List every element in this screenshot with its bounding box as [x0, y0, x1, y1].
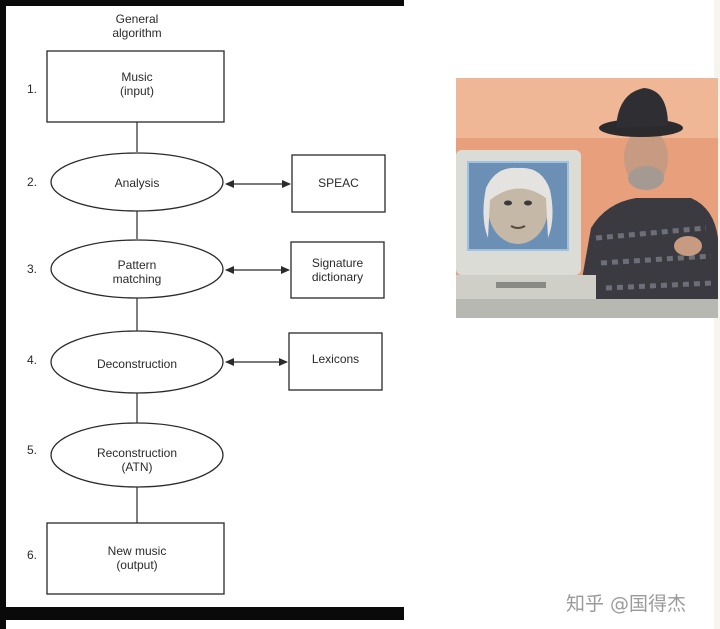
- step-ellipse-deconstruction: [50, 330, 224, 394]
- left-frame-bar: [0, 0, 6, 629]
- step-label-analysis: Analysis: [114, 176, 160, 190]
- photo-illustration: [456, 78, 718, 318]
- hat-crown: [616, 88, 668, 128]
- step-number: 5.: [27, 443, 38, 457]
- step-box-music-input: [46, 50, 225, 123]
- side-label-signature-dictionary: Signature dictionary: [311, 256, 364, 284]
- side-label-speac: SPEAC: [318, 176, 359, 190]
- step-number: 4.: [27, 353, 38, 367]
- side-box-signature-dictionary: [290, 241, 385, 299]
- watermark-text: 知乎 @国得杰: [566, 593, 687, 615]
- step-ellipse-analysis: [50, 152, 224, 212]
- top-frame-bar: [0, 0, 404, 6]
- step-box-new-music-output: [46, 522, 225, 595]
- step-label-new-music-output: New music (output): [107, 544, 167, 572]
- step-ellipse-reconstruction: [50, 422, 224, 488]
- step-label-reconstruction: Reconstruction (ATN): [96, 446, 178, 474]
- step-number: 1.: [27, 82, 38, 96]
- side-label-lexicons: Lexicons: [311, 352, 360, 366]
- step-label-deconstruction: Deconstruction: [96, 357, 178, 371]
- side-box-speac: [291, 154, 386, 213]
- man-hand: [674, 236, 702, 256]
- step-number: 2.: [27, 175, 38, 189]
- step-ellipse-pattern-matching: [50, 239, 224, 299]
- side-box-lexicons: [288, 332, 383, 391]
- diagram-title: General algorithm: [112, 12, 162, 40]
- step-label-music-input: Music (input): [119, 70, 154, 98]
- bottom-frame-bar: [0, 607, 404, 620]
- step-number: 3.: [27, 262, 38, 276]
- step-number: 6.: [27, 548, 38, 562]
- photo-man-with-computer: [456, 78, 718, 318]
- step-label-pattern-matching: Pattern matching: [112, 258, 162, 286]
